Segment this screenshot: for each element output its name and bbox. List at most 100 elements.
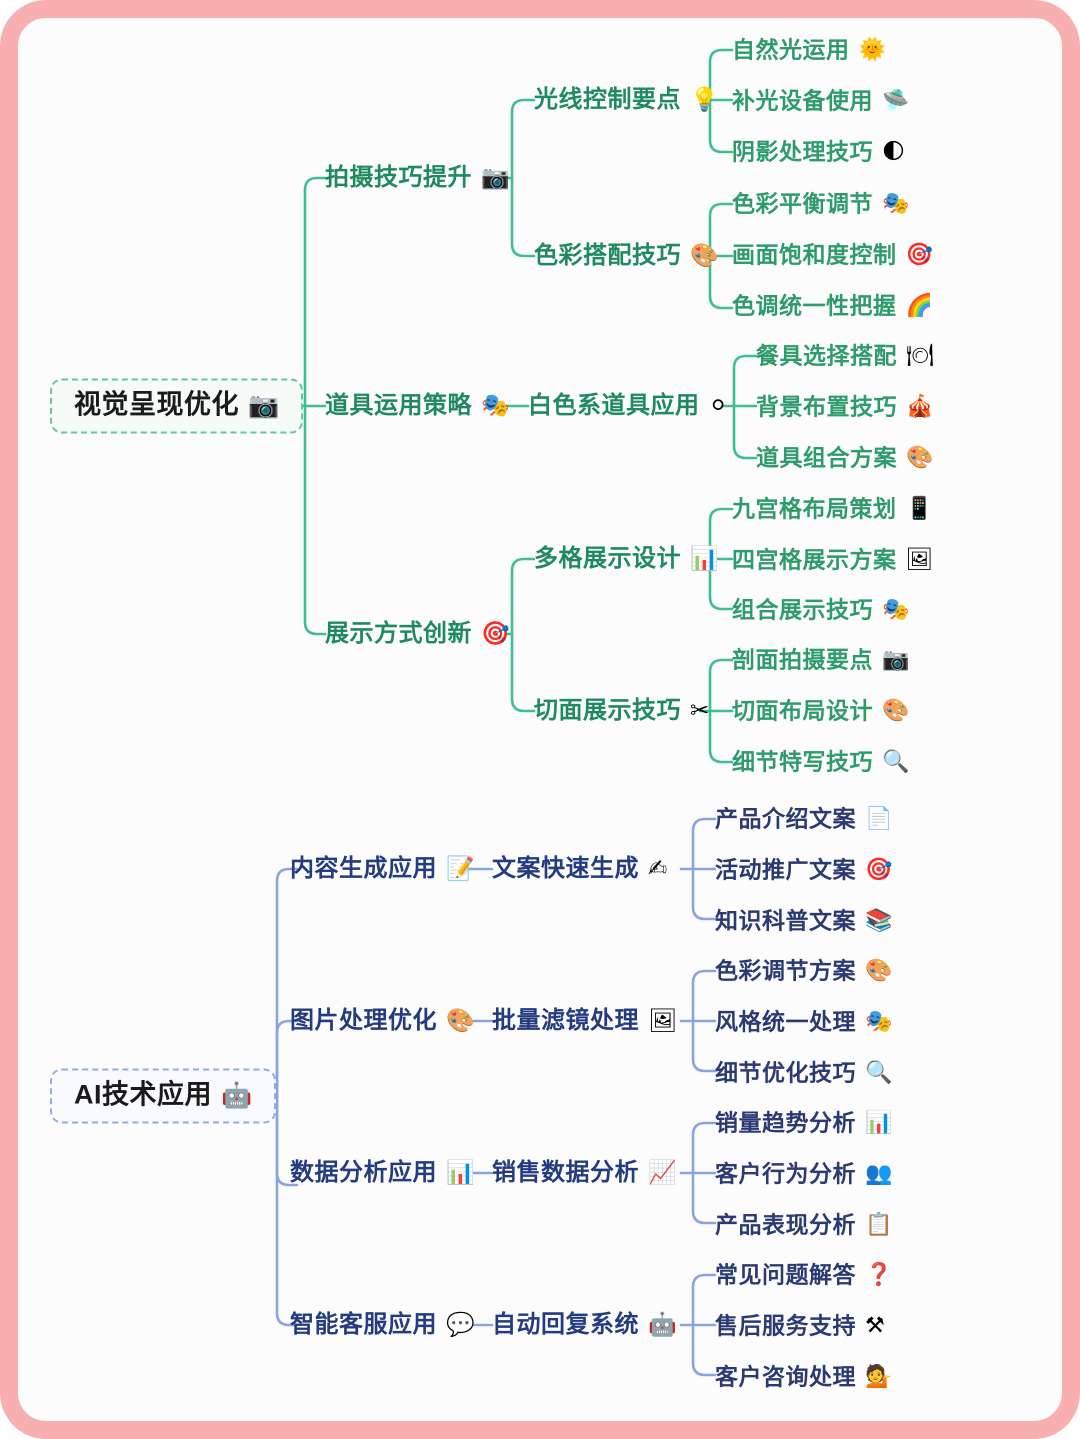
camera-icon: 📷	[882, 647, 910, 672]
busts-in-silhouette-icon: 👥	[865, 1161, 893, 1186]
sub-label: 切面展示技巧	[534, 697, 681, 724]
sub-label: 批量滤镜处理	[492, 1007, 639, 1034]
leaf-node[interactable]: 知识科普文案 📚	[715, 907, 893, 934]
leaf-node[interactable]: 产品表现分析 📋	[715, 1211, 893, 1238]
root-label: AI技术应用	[74, 1079, 212, 1110]
leaf-label: 阴影处理技巧	[732, 138, 873, 165]
leaf-label: 背景布置技巧	[756, 393, 897, 420]
leaf-node[interactable]: 四宫格展示方案 🖼	[732, 546, 934, 573]
leaf-node[interactable]: 组合展示技巧 🎭	[732, 596, 910, 623]
branch-node-display-innovation[interactable]: 展示方式创新 🎯	[325, 622, 510, 646]
artist-palette-icon: 🎨	[906, 445, 934, 470]
leaf-node[interactable]: 背景布置技巧 🎪	[756, 393, 933, 420]
leaf-label: 组合展示技巧	[732, 596, 873, 623]
leaf-node[interactable]: 细节特写技巧 🔍	[732, 748, 910, 775]
leaf-node[interactable]: 色彩平衡调节 🎭	[732, 192, 909, 216]
branch-label: 数据分析应用	[290, 1159, 437, 1186]
sub-node-cross-section[interactable]: 切面展示技巧 ✂	[534, 699, 709, 723]
leaf-label: 餐具选择搭配	[756, 342, 897, 369]
magnifying-glass-icon: 🔍	[865, 1060, 893, 1085]
leaf-node[interactable]: 细节优化技巧 🔍	[715, 1060, 893, 1085]
branch-node-data-analysis[interactable]: 数据分析应用 📊	[290, 1161, 475, 1185]
leaf-node[interactable]: 道具组合方案 🎨	[756, 445, 934, 470]
leaf-node[interactable]: 常见问题解答 ❓	[715, 1262, 893, 1287]
magnifying-glass-icon: 🔍	[882, 749, 910, 774]
bar-chart-icon: 📊	[865, 1110, 893, 1135]
chart-increasing-icon: 📈	[648, 1159, 677, 1186]
leaf-node[interactable]: 客户咨询处理 💁	[715, 1365, 892, 1389]
branch-label: 拍摄技巧提升	[325, 164, 472, 191]
performing-arts-icon: 🎭	[882, 597, 910, 622]
sub-node-color-matching[interactable]: 色彩搭配技巧 🎨	[534, 244, 719, 268]
leaf-label: 知识科普文案	[715, 907, 856, 934]
sub-node-white-props[interactable]: 白色系道具应用 ⚪	[528, 394, 728, 418]
sub-label: 色彩搭配技巧	[534, 242, 681, 269]
bullseye-icon: 🎯	[481, 620, 510, 647]
leaf-node[interactable]: 客户行为分析 👥	[715, 1160, 893, 1187]
bullseye-icon: 🎯	[905, 242, 933, 267]
books-icon: 📚	[865, 908, 893, 933]
artist-palette-icon: 🎨	[865, 958, 893, 983]
white-circle-icon: ⚪	[708, 392, 728, 419]
leaf-node[interactable]: 画面饱和度控制 🎯	[732, 242, 933, 267]
question-mark-icon: ❓	[865, 1262, 893, 1287]
leaf-node[interactable]: 补光设备使用 🛸	[732, 88, 910, 113]
leaf-node[interactable]: 餐具选择搭配 🍽	[756, 342, 934, 369]
sub-label: 白色系道具应用	[528, 392, 700, 419]
leaf-label: 产品表现分析	[715, 1211, 856, 1238]
leaf-label: 客户行为分析	[715, 1160, 856, 1187]
leaf-node[interactable]: 切面布局设计 🎨	[732, 697, 909, 724]
artist-palette-icon: 🎨	[446, 1007, 475, 1034]
scissors-icon: ✂	[690, 697, 710, 724]
leaf-node[interactable]: 阴影处理技巧 🌓	[732, 138, 905, 165]
branch-label: 智能客服应用	[290, 1311, 437, 1338]
sub-node-fast-copywriting[interactable]: 文案快速生成 ✍	[492, 857, 667, 881]
leaf-node[interactable]: 销量趋势分析 📊	[715, 1109, 893, 1136]
leaf-label: 销量趋势分析	[715, 1109, 856, 1136]
robot-icon: 🤖	[648, 1311, 677, 1338]
branch-node-prop-strategy[interactable]: 道具运用策略 🎭	[325, 394, 510, 418]
sub-node-batch-filter[interactable]: 批量滤镜处理 🖼	[492, 1009, 677, 1033]
sub-label: 销售数据分析	[492, 1159, 639, 1186]
leaf-label: 切面布局设计	[732, 697, 873, 724]
branch-node-content-generation[interactable]: 内容生成应用 📝	[290, 857, 475, 881]
sub-node-light-control[interactable]: 光线控制要点 💡	[534, 88, 719, 112]
root-node-visual[interactable]: 视觉呈现优化 📷	[50, 378, 304, 434]
leaf-label: 自然光运用	[732, 36, 850, 63]
leaf-node[interactable]: 色调统一性把握 🌈	[732, 292, 933, 319]
leaf-node[interactable]: 剖面拍摄要点 📷	[732, 647, 910, 672]
sun-with-face-icon: 🌞	[858, 37, 886, 62]
clipboard-icon: 📋	[865, 1212, 893, 1237]
leaf-node[interactable]: 九宫格布局策划 📱	[732, 495, 933, 522]
leaf-node[interactable]: 产品介绍文案 📄	[715, 806, 893, 831]
sub-label: 自动回复系统	[492, 1311, 639, 1338]
flying-saucer-icon: 🛸	[882, 88, 910, 113]
framed-picture-icon: 🖼	[905, 547, 934, 572]
camera-icon: 📷	[248, 390, 280, 420]
performing-arts-icon: 🎭	[865, 1009, 893, 1034]
branch-node-image-processing[interactable]: 图片处理优化 🎨	[290, 1009, 475, 1033]
leaf-label: 色调统一性把握	[732, 292, 897, 319]
branch-label: 内容生成应用	[290, 855, 437, 882]
speech-balloon-icon: 💬	[446, 1311, 475, 1338]
page-icon: 📄	[865, 806, 893, 831]
branch-node-smart-service[interactable]: 智能客服应用 💬	[290, 1313, 475, 1337]
camera-icon: 📷	[481, 164, 510, 191]
sub-node-auto-reply[interactable]: 自动回复系统 🤖	[492, 1313, 677, 1337]
leaf-node[interactable]: 自然光运用 🌞	[732, 36, 886, 63]
leaf-label: 细节特写技巧	[732, 748, 873, 775]
branch-label: 道具运用策略	[325, 392, 472, 419]
leaf-label: 四宫格展示方案	[732, 546, 897, 573]
leaf-label: 九宫格布局策划	[732, 495, 897, 522]
sub-node-sales-data[interactable]: 销售数据分析 📈	[492, 1161, 677, 1185]
root-node-ai[interactable]: AI技术应用 🤖	[50, 1068, 277, 1124]
sub-node-multi-grid-design[interactable]: 多格展示设计 📊	[534, 547, 719, 571]
leaf-node[interactable]: 活动推广文案 🎯	[715, 857, 893, 882]
branch-node-shooting-skills[interactable]: 拍摄技巧提升 📷	[325, 166, 510, 190]
branch-label: 展示方式创新	[325, 620, 472, 647]
bullseye-icon: 🎯	[865, 857, 893, 882]
leaf-node[interactable]: 风格统一处理 🎭	[715, 1009, 893, 1034]
leaf-node[interactable]: 色彩调节方案 🎨	[715, 958, 893, 983]
first-quarter-moon-icon: 🌓	[882, 139, 905, 164]
leaf-node[interactable]: 售后服务支持 ⚒	[715, 1314, 885, 1338]
